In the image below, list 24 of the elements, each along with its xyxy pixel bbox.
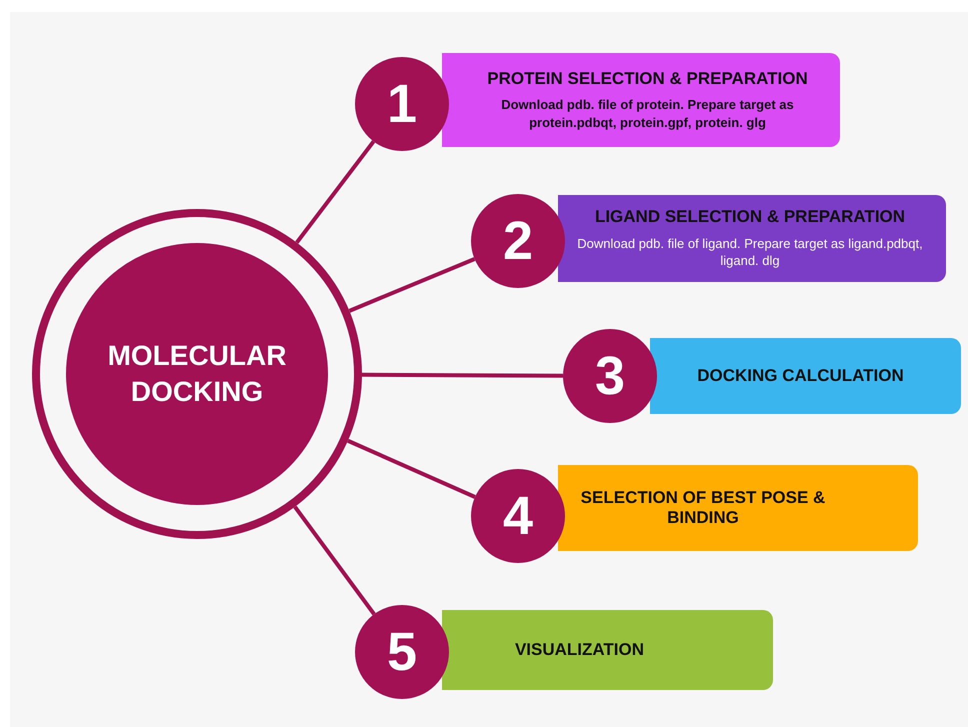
step-heading: VISUALIZATION	[514, 640, 644, 660]
step-number: 1	[386, 73, 418, 135]
connector-line	[362, 372, 563, 378]
hub-title: MOLECULAR DOCKING	[106, 338, 288, 409]
connector-line	[348, 257, 476, 313]
step-heading: PROTEIN SELECTION & PREPARATION	[487, 68, 808, 88]
connector-line	[295, 140, 376, 244]
step-banner	[558, 195, 946, 282]
step-banner	[650, 338, 961, 414]
step-heading: LIGAND SELECTION & PREPARATION	[594, 207, 906, 227]
step-number: 4	[502, 485, 534, 547]
step-banner	[558, 465, 918, 551]
step-number: 5	[386, 621, 418, 683]
step-heading: SELECTION OF BEST POSE & BINDING	[580, 488, 826, 528]
connector-line	[347, 438, 476, 499]
step-heading: DOCKING CALCULATION	[697, 366, 904, 386]
step-description: Download pdb. file of protein. Prepare target as protein.pdbqt, protein.gpf, protein. glg	[500, 96, 795, 132]
connector-line	[293, 506, 376, 616]
step-description: Download pdb. file of ligand. Prepare target as ligand.pdbqt, ligand. dlg	[576, 234, 924, 270]
step-number: 2	[502, 210, 534, 272]
step-number: 3	[594, 345, 626, 407]
step-banner	[442, 610, 773, 690]
step-banner	[442, 53, 840, 147]
hub-ring	[32, 209, 362, 539]
